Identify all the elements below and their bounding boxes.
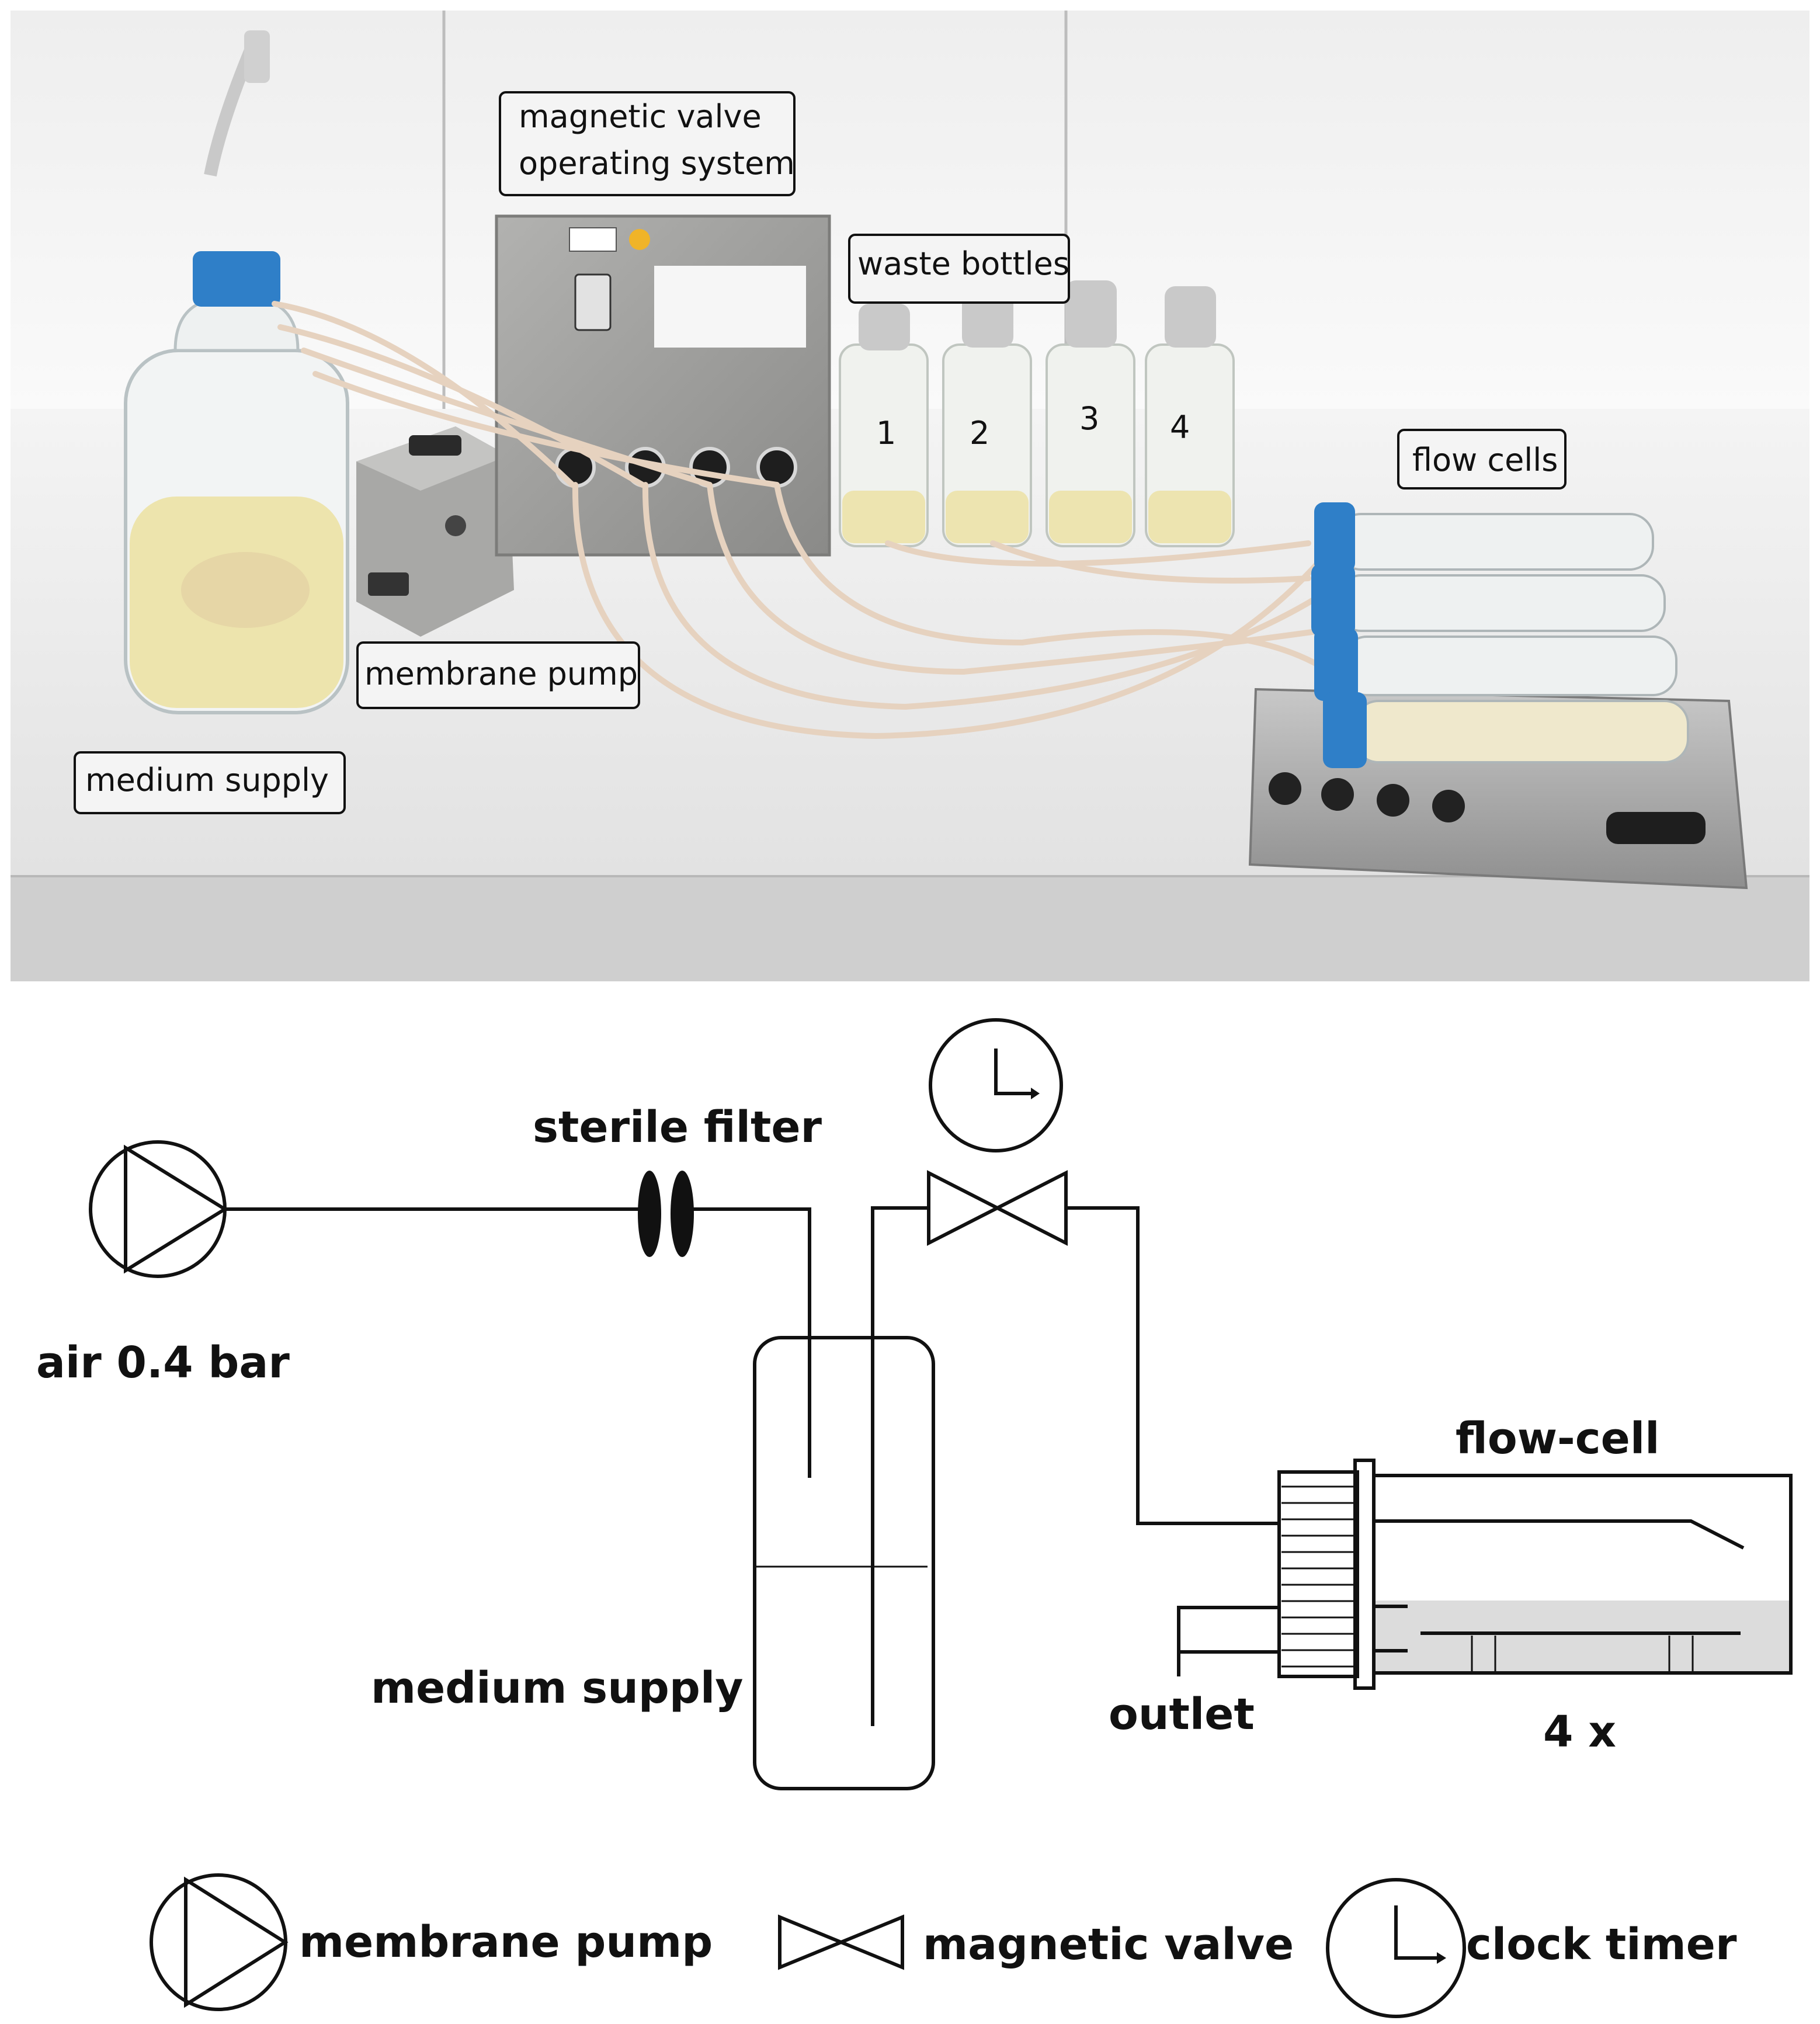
legend-valve-icon <box>778 1914 904 1970</box>
legend-clock-timer-label: clock timer <box>1466 1919 1737 1970</box>
svg-text:waste bottles: waste bottles <box>857 245 1069 282</box>
flow-cells-photo <box>1311 502 1689 768</box>
outlet-label: outlet <box>1109 1689 1255 1740</box>
label-waste-bottles: waste bottles <box>848 234 1070 304</box>
svg-text:flow cells: flow cells <box>1412 442 1558 478</box>
svg-text:medium supply: medium supply <box>85 762 329 799</box>
bottle-number: 2 <box>970 415 989 452</box>
legend-pump-icon <box>150 1873 289 2011</box>
outlet-line <box>1177 1606 1279 1676</box>
label-valve-operating-system: magnetic valve operating system <box>499 91 796 196</box>
label-membrane-pump: membrane pump <box>356 641 640 709</box>
waste-bottle <box>1145 286 1235 547</box>
waste-bottle <box>839 304 929 547</box>
tubing <box>272 301 1323 740</box>
svg-text:membrane pump: membrane pump <box>364 655 638 692</box>
sterile-filter-label: sterile filter <box>533 1102 822 1152</box>
valve-operating-system-device <box>495 214 831 557</box>
valve-to-cell-line <box>1066 1206 1279 1525</box>
valve-symbol <box>927 1170 1068 1246</box>
bottle-number: 4 <box>1170 409 1190 446</box>
svg-text:magnetic valve: magnetic valve <box>519 98 762 135</box>
legend: membrane pump magnetic valve clock timer <box>150 1873 1737 2018</box>
pump-symbol <box>89 1140 228 1278</box>
count-label: 4 x <box>1543 1707 1616 1757</box>
lab-setup-photo: 1 2 3 4 magnetic valve <box>11 11 1809 981</box>
membrane-pump-device <box>356 426 514 637</box>
flow-cell-symbol <box>1277 1459 1793 1690</box>
air-pressure-label: air 0.4 bar <box>36 1338 290 1388</box>
bottle-inlet-line <box>682 1207 811 1478</box>
label-flow-cells: flow cells <box>1397 429 1567 489</box>
bench-edge <box>11 876 1809 981</box>
medium-supply-bottle <box>124 30 349 714</box>
legend-magnetic-valve-label: magnetic valve <box>923 1919 1294 1970</box>
medium-supply-label: medium supply <box>371 1663 743 1713</box>
bottle-outlet-line <box>871 1206 929 1726</box>
bottle-number: 3 <box>1079 400 1099 437</box>
waste-bottles-group: 1 2 3 4 <box>839 280 1235 547</box>
waste-bottle <box>1046 280 1135 547</box>
sterile-filter-symbol <box>638 1171 694 1257</box>
svg-text:operating system: operating system <box>519 145 795 182</box>
flow-schematic: air 0.4 bar sterile filter medium supply… <box>36 1018 1793 2018</box>
medium-bottle-symbol <box>753 1336 935 1790</box>
legend-clock-icon <box>1326 1878 1466 2018</box>
clock-timer-symbol <box>929 1018 1063 1152</box>
flow-cell-label: flow-cell <box>1456 1414 1660 1464</box>
waste-bottle <box>942 292 1032 547</box>
bottle-number: 1 <box>876 415 896 452</box>
label-medium-supply: medium supply <box>74 751 346 814</box>
legend-membrane-pump-label: membrane pump <box>299 1917 713 1967</box>
